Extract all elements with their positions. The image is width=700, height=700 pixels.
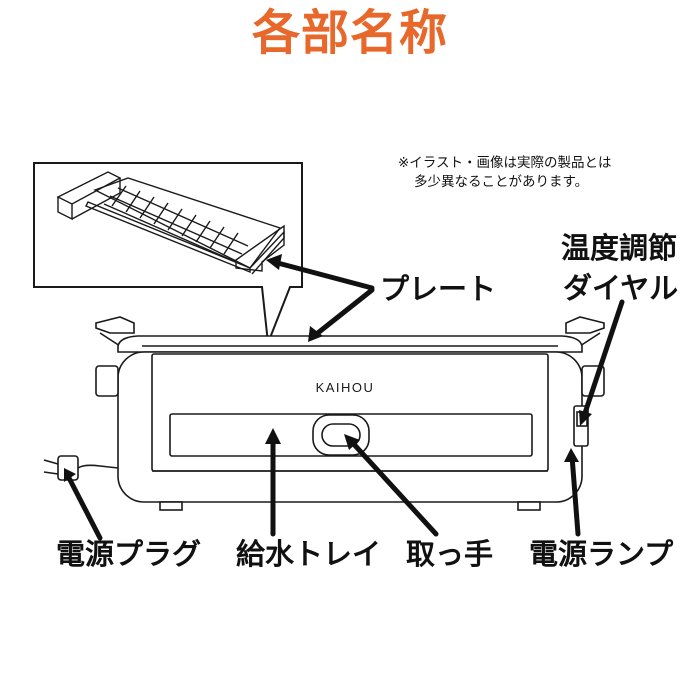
disclaimer-note: ※イラスト・画像は実際の製品とは 多少異なることがあります。 [398,154,698,192]
leader-power-plug [65,473,103,541]
page-title: 各部名称 [251,5,448,61]
leader-power-lamp [569,453,581,537]
label-power-lamp: 電源ランプ [529,537,674,571]
label-handle: 取っ手 [406,537,494,571]
arrowhead-handle [344,434,360,450]
arrowhead-dial [579,410,592,426]
brand-logo: KAIHOU [316,380,375,395]
label-water-tray: 給水トレイ [236,537,382,571]
leader-handle [347,437,439,537]
disclaimer-line-1: ※イラスト・画像は実際の製品とは [398,155,612,171]
arrowhead-power-plug [64,468,76,482]
leader-dial [581,299,625,419]
plate-illustration [56,171,285,275]
grill-body [43,316,605,511]
label-power-plug: 電源プラグ [56,537,202,571]
leader-plate-lower [311,287,375,339]
leader-plate-upper [271,259,375,291]
label-dial-line-1: 温度調節 [561,231,678,265]
arrowhead-power-lamp [564,448,579,462]
label-plate: プレート [380,272,497,306]
disclaimer-line-2: 多少異なることがあります。 [414,174,589,190]
arrowhead-plate-upper [266,254,282,270]
arrowhead-plate-lower [308,326,323,342]
label-dial-line-2: ダイヤル [563,271,679,305]
arrowhead-water-tray [265,428,281,444]
